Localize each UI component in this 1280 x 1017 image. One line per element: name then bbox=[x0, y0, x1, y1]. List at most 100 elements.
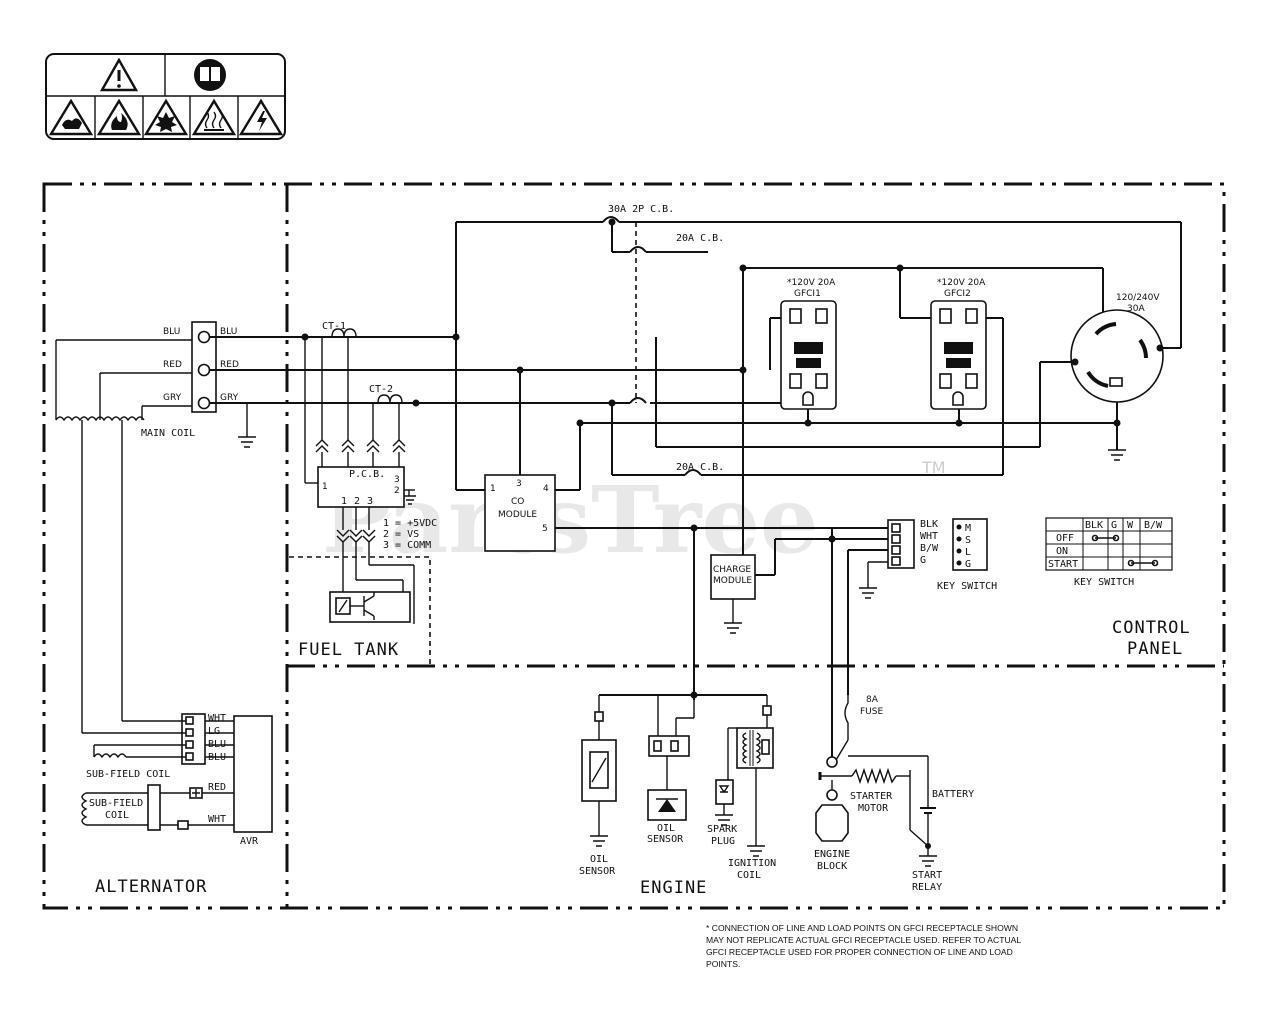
safety-icons-panel bbox=[45, 53, 286, 140]
svg-text:8A: 8A bbox=[866, 695, 879, 705]
toxic-fumes-icon bbox=[48, 98, 94, 136]
avr: AVR WHT LG BLU BLU SUB-FIELD COIL SUB-FI… bbox=[81, 420, 273, 847]
svg-text:S: S bbox=[965, 535, 971, 546]
svg-text:MAY NOT REPLICATE ACTUAL GFCI: MAY NOT REPLICATE ACTUAL GFCI RECEPTACLE… bbox=[706, 935, 1021, 945]
svg-text:RED: RED bbox=[163, 360, 182, 370]
svg-text:3: 3 bbox=[394, 475, 400, 485]
svg-text:GFCI RECEPTACLE USED FOR PROPE: GFCI RECEPTACLE USED FOR PROPER CONNECTI… bbox=[706, 947, 1013, 957]
svg-text:OIL: OIL bbox=[657, 823, 675, 834]
svg-text:MODULE: MODULE bbox=[713, 576, 752, 586]
svg-text:LG: LG bbox=[208, 726, 220, 737]
gfci-2: *120V 20A GFCI2 bbox=[930, 278, 987, 423]
svg-text:BLU: BLU bbox=[208, 752, 226, 763]
section-label-panel: PANEL bbox=[1127, 639, 1183, 659]
svg-text:2: 2 bbox=[354, 496, 360, 507]
svg-text:WHT: WHT bbox=[920, 531, 938, 542]
svg-text:RELAY: RELAY bbox=[912, 882, 942, 893]
fuel-sensor bbox=[329, 542, 415, 624]
section-label-alternator: ALTERNATOR bbox=[95, 877, 207, 897]
svg-text:*120V 20A: *120V 20A bbox=[787, 278, 836, 288]
svg-text:SENSOR: SENSOR bbox=[579, 866, 616, 877]
svg-text:1 = +5VDC: 1 = +5VDC bbox=[383, 518, 437, 529]
svg-text:FUSE: FUSE bbox=[860, 707, 883, 717]
svg-text:BLU: BLU bbox=[220, 327, 237, 337]
svg-text:STARTER: STARTER bbox=[850, 791, 893, 802]
hot-surface-icon bbox=[191, 98, 237, 136]
svg-text:30A: 30A bbox=[1127, 304, 1145, 314]
svg-text:G: G bbox=[965, 559, 971, 570]
footnote: * CONNECTION OF LINE AND LOAD POINTS ON … bbox=[706, 923, 1021, 969]
svg-text:START: START bbox=[912, 870, 942, 881]
svg-text:CT-1: CT-1 bbox=[322, 321, 346, 332]
svg-text:1: 1 bbox=[490, 484, 496, 494]
svg-text:3: 3 bbox=[367, 496, 373, 507]
svg-text:BLOCK: BLOCK bbox=[817, 861, 847, 872]
svg-text:CO: CO bbox=[511, 497, 524, 507]
svg-text:CT-2: CT-2 bbox=[369, 384, 393, 395]
pcb-legend: 1 = +5VDC 2 = VS 3 = COMM bbox=[383, 518, 437, 551]
svg-text:OFF: OFF bbox=[1056, 533, 1074, 544]
svg-text:COIL: COIL bbox=[105, 810, 129, 821]
twist-lock-receptacle: 120/240V 30A bbox=[1070, 293, 1164, 423]
gfci-1: *120V 20A GFCI1 bbox=[780, 278, 837, 423]
svg-text:4: 4 bbox=[543, 484, 549, 494]
section-frames bbox=[42, 182, 1226, 910]
svg-text:KEY SWITCH: KEY SWITCH bbox=[937, 581, 997, 592]
svg-text:START: START bbox=[1048, 559, 1078, 570]
svg-text:CHARGE: CHARGE bbox=[713, 565, 751, 575]
svg-text:P.C.B.: P.C.B. bbox=[349, 469, 385, 480]
svg-text:5: 5 bbox=[542, 524, 548, 534]
explosion-icon bbox=[143, 98, 189, 136]
charge-module: CHARGE MODULE bbox=[690, 524, 888, 700]
svg-text:BLU: BLU bbox=[208, 739, 226, 750]
svg-text:2 = VS: 2 = VS bbox=[383, 529, 419, 540]
svg-text:B/W: B/W bbox=[1144, 520, 1163, 531]
svg-text:2: 2 bbox=[394, 486, 400, 496]
section-label-control: CONTROL bbox=[1112, 618, 1191, 638]
svg-text:BLK: BLK bbox=[920, 519, 938, 530]
manual-icon bbox=[194, 59, 226, 91]
svg-text:BLK: BLK bbox=[1085, 520, 1103, 531]
svg-text:MOTOR: MOTOR bbox=[858, 803, 889, 814]
svg-text:MAIN COIL: MAIN COIL bbox=[141, 428, 195, 439]
svg-text:POINTS.: POINTS. bbox=[706, 959, 740, 969]
svg-text:3: 3 bbox=[516, 479, 522, 489]
breaker-label-20a-2: 20A C.B. bbox=[676, 462, 724, 473]
svg-text:3 = COMM: 3 = COMM bbox=[383, 540, 431, 551]
breaker-label-20a-1: 20A C.B. bbox=[676, 233, 724, 244]
fire-icon bbox=[96, 98, 142, 136]
svg-text:GRY: GRY bbox=[220, 393, 239, 403]
warning-icon bbox=[99, 57, 139, 92]
svg-text:MODULE: MODULE bbox=[498, 510, 537, 520]
svg-text:RED: RED bbox=[220, 360, 239, 370]
svg-text:1: 1 bbox=[322, 482, 328, 492]
svg-text:WHT: WHT bbox=[208, 814, 226, 825]
svg-text:COIL: COIL bbox=[737, 870, 761, 881]
electric-shock-icon bbox=[238, 98, 284, 136]
svg-text:ENGINE: ENGINE bbox=[814, 849, 850, 860]
section-label-fuel-tank: FUEL TANK bbox=[298, 640, 399, 660]
svg-text:WHT: WHT bbox=[208, 713, 226, 724]
svg-text:OIL: OIL bbox=[590, 854, 608, 865]
engine-components: OIL SENSOR OIL SENSOR SPARK PLUG IGNITIO… bbox=[579, 694, 974, 893]
svg-text:* CONNECTION OF LINE AND LOAD: * CONNECTION OF LINE AND LOAD POINTS ON … bbox=[706, 923, 1018, 933]
svg-text:BLU: BLU bbox=[163, 327, 180, 337]
ct-2: CT-2 bbox=[369, 384, 403, 440]
svg-text:IGNITION: IGNITION bbox=[728, 858, 776, 869]
svg-text:GFCI1: GFCI1 bbox=[794, 289, 821, 299]
svg-text:120/240V: 120/240V bbox=[1116, 293, 1160, 303]
main-coil: MAIN COIL BLU RED GRY BLU RED GRY bbox=[55, 321, 239, 439]
svg-text:GFCI2: GFCI2 bbox=[944, 289, 971, 299]
svg-text:G: G bbox=[920, 555, 926, 566]
svg-text:KEY SWITCH: KEY SWITCH bbox=[1074, 577, 1134, 588]
svg-text:M: M bbox=[965, 523, 971, 534]
svg-text:W: W bbox=[1127, 520, 1134, 531]
bus-wiring bbox=[210, 216, 1182, 560]
breaker-label-30a: 30A 2P C.B. bbox=[608, 204, 674, 215]
svg-text:L: L bbox=[965, 547, 971, 558]
svg-text:G: G bbox=[1111, 520, 1117, 531]
pcb: P.C.B. 1 3 2 1 2 3 bbox=[317, 466, 416, 508]
watermark-tm: TM bbox=[921, 458, 946, 477]
svg-text:RED: RED bbox=[208, 782, 226, 793]
